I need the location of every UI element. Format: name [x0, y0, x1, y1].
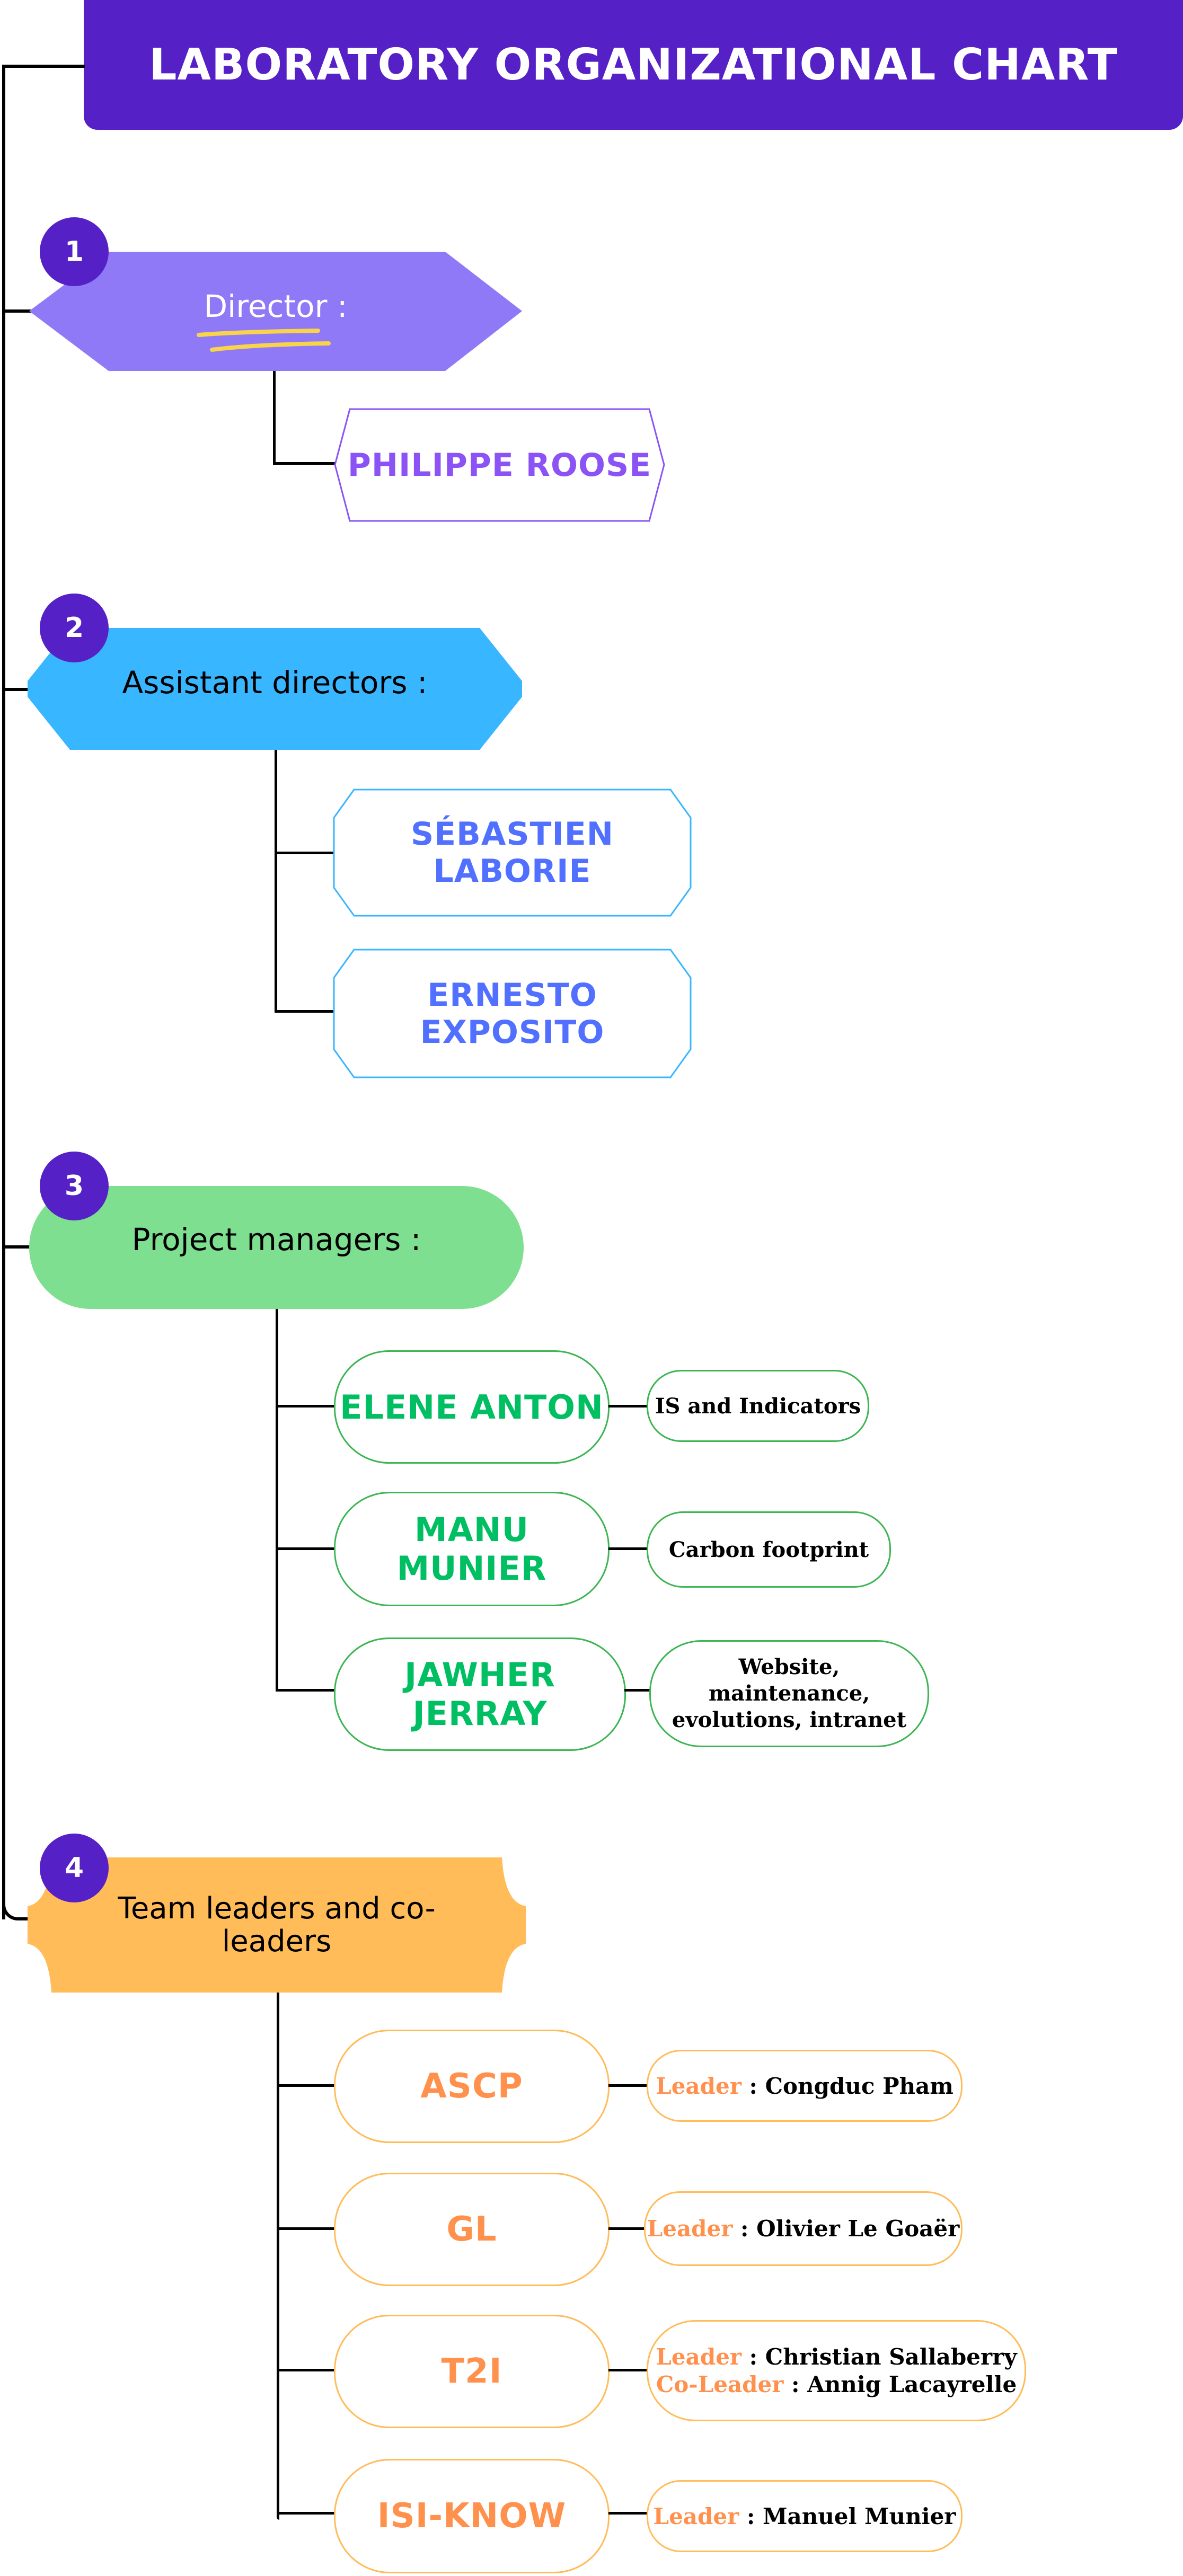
octagon-shape: [28, 628, 522, 750]
connector-director-horizontal: [273, 462, 336, 465]
connector-assistant-1: [275, 852, 334, 854]
member-name: PHILIPPE ROOSE: [347, 446, 652, 484]
connector-leader-2: [608, 2227, 646, 2230]
team-name: ISI-KNOW: [377, 2497, 567, 2536]
role-pill-manu-munier: Carbon footprint: [647, 1511, 891, 1588]
connector-team-2: [277, 2227, 335, 2230]
member-card-ernesto-exposito: ERNESTO EXPOSITO: [333, 949, 692, 1078]
connector-section-3: [2, 1245, 32, 1249]
section-3-label: Project managers :: [131, 1221, 421, 1258]
underline-scribble-icon: [197, 329, 331, 352]
leader-pill-isi-know: Leader : Manuel Munier: [647, 2480, 963, 2552]
team-name: ASCP: [420, 2067, 523, 2106]
member-pill-jawher-jerray: JAWHER JERRAY: [334, 1637, 626, 1751]
leader-line: Leader : Olivier Le Goaër: [647, 2216, 960, 2242]
connector-role-2: [608, 1547, 648, 1550]
leader-label: Leader: [653, 2503, 739, 2529]
leader-pill-ascp: Leader : Congduc Pham: [647, 2050, 963, 2122]
leader-name: : Olivier Le Goaër: [732, 2216, 960, 2242]
team-pill-ascp: ASCP: [334, 2030, 610, 2143]
director-hexagon-shape: [29, 252, 522, 371]
octagon-outline: [333, 949, 692, 1078]
leader-pill-gl: Leader : Olivier Le Goaër: [644, 2191, 963, 2266]
section-1-label: Director :: [204, 288, 348, 324]
leader-name: : Manuel Munier: [739, 2503, 956, 2529]
section-2-header: Assistant directors :: [28, 628, 522, 750]
member-pill-elene-anton: ELENE ANTON: [334, 1350, 610, 1464]
leader-line: Leader : Christian Sallaberry: [656, 2343, 1017, 2371]
connector-section-4-curve: [2, 1897, 32, 1920]
team-name: T2I: [441, 2352, 502, 2391]
role-text: Website, maintenance, evolutions, intran…: [672, 1654, 907, 1732]
connector-section-1: [2, 309, 32, 313]
section-1-header: Director :: [29, 252, 522, 371]
step-badge-3: 3: [40, 1152, 109, 1220]
team-pill-t2i: T2I: [334, 2315, 610, 2428]
member-name: MANU MUNIER: [396, 1510, 547, 1588]
role-pill-elene-anton: IS and Indicators: [647, 1370, 869, 1442]
connector-project-2: [276, 1547, 335, 1550]
chart-title: LABORATORY ORGANIZATIONAL CHART: [149, 40, 1118, 90]
connector-section-2: [2, 688, 32, 691]
connector-leader-3: [608, 2369, 648, 2371]
team-pill-isi-know: ISI-KNOW: [334, 2459, 610, 2573]
member-card-philippe-roose: PHILIPPE ROOSE: [334, 408, 665, 522]
role-text: IS and Indicators: [655, 1393, 861, 1419]
leader-line: Leader : Manuel Munier: [654, 2503, 956, 2529]
role-text: Carbon footprint: [668, 1537, 869, 1562]
leader-label: Leader: [647, 2216, 733, 2242]
connector-assistant-2: [275, 1010, 334, 1013]
connector-title: [2, 65, 85, 68]
connector-project-1: [276, 1405, 335, 1407]
ticket-shape: [28, 1857, 526, 1993]
member-name: ELENE ANTON: [340, 1387, 604, 1427]
step-badge-1: 1: [40, 217, 109, 286]
title-banner: LABORATORY ORGANIZATIONAL CHART: [84, 0, 1183, 130]
hexagon-outline: [334, 408, 665, 522]
connector-role-3: [624, 1689, 650, 1692]
step-badge-2: 2: [40, 594, 109, 662]
team-name: GL: [446, 2210, 497, 2249]
leader-label: Leader: [656, 2073, 741, 2099]
section-4-label: Team leaders and co-leaders: [118, 1891, 436, 1959]
connector-teams-vertical: [277, 1993, 279, 2520]
connector-director-vertical: [273, 371, 276, 464]
coleader-label: Co-Leader: [656, 2371, 784, 2397]
leader-label: Leader: [656, 2343, 742, 2370]
coleader-line: Co-Leader : Annig Lacayrelle: [656, 2371, 1017, 2398]
member-pill-manu-munier: MANU MUNIER: [334, 1492, 610, 1606]
role-pill-jawher-jerray: Website, maintenance, evolutions, intran…: [649, 1640, 929, 1747]
octagon-outline: [333, 789, 692, 917]
member-name: ERNESTO EXPOSITO: [420, 976, 605, 1051]
section-2-label: Assistant directors :: [122, 664, 428, 701]
main-connector: [2, 65, 5, 1919]
member-card-sebastien-laborie: SÉBASTIEN LABORIE: [333, 789, 692, 917]
member-name: JAWHER JERRAY: [404, 1656, 555, 1733]
connector-leader-4: [608, 2512, 648, 2515]
connector-project-3: [276, 1689, 335, 1692]
leader-name: : Christian Sallaberry: [741, 2343, 1017, 2370]
connector-leader-1: [608, 2084, 648, 2087]
leader-name: : Congduc Pham: [741, 2073, 954, 2099]
connector-team-4: [277, 2512, 335, 2515]
step-badge-4: 4: [40, 1834, 109, 1902]
section-3-header: Project managers :: [29, 1186, 524, 1309]
leader-pill-t2i: Leader : Christian Sallaberry Co-Leader …: [647, 2320, 1026, 2421]
leader-line: Leader : Congduc Pham: [656, 2073, 954, 2099]
connector-projects-vertical: [276, 1309, 278, 1690]
connector-team-3: [277, 2369, 335, 2371]
member-name: SÉBASTIEN LABORIE: [410, 816, 614, 890]
connector-role-1: [608, 1405, 648, 1407]
connector-assistants-vertical: [275, 750, 277, 1012]
connector-team-1: [277, 2084, 335, 2087]
team-pill-gl: GL: [334, 2173, 610, 2286]
section-4-header: Team leaders and co-leaders: [28, 1857, 526, 1993]
coleader-name: : Annig Lacayrelle: [783, 2371, 1017, 2397]
